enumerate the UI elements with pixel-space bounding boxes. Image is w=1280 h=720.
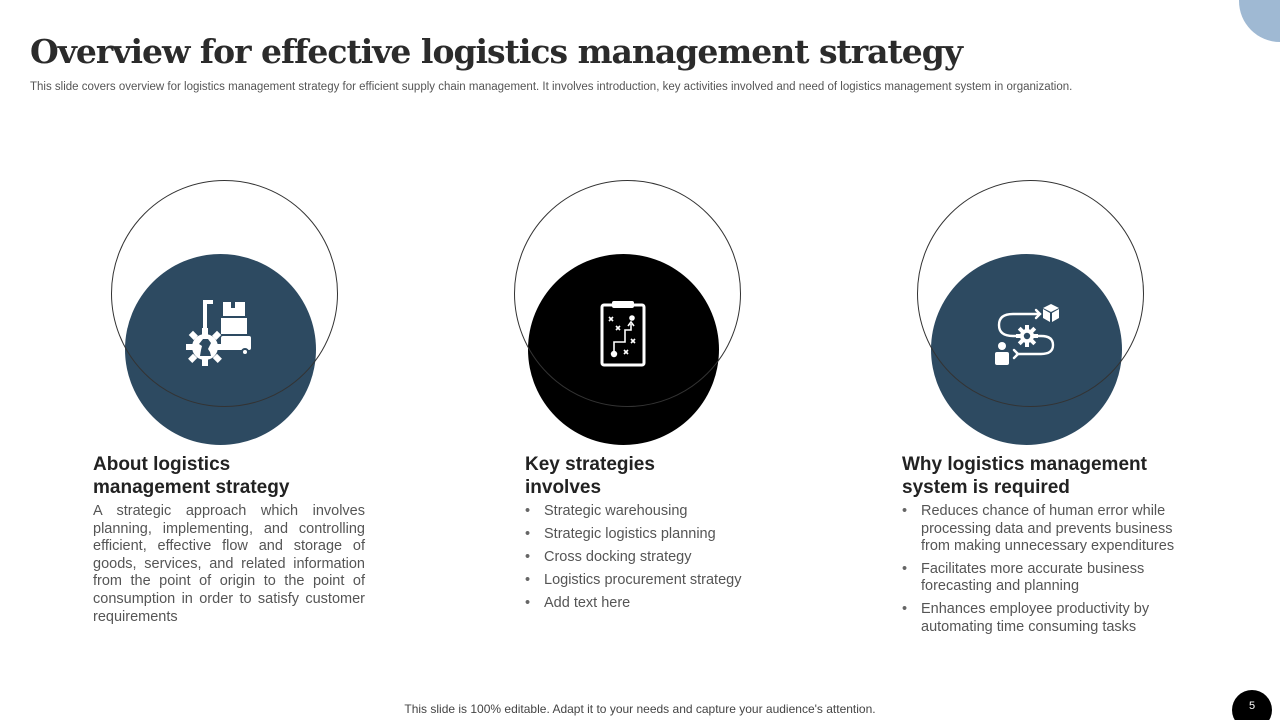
list-item: Reduces chance of human error while proc… <box>902 503 1187 556</box>
strategy-clipboard-icon <box>583 294 663 374</box>
list-item: Add text here <box>525 595 785 613</box>
column-3-title-line2: system is required <box>902 477 1070 498</box>
column-1-title-line1: About logistics <box>93 454 231 475</box>
column-1-text: A strategic approach which involves plan… <box>93 503 365 625</box>
column-3-title: Why logistics management system is requi… <box>902 453 1202 499</box>
column-2-bullet-list: Strategic warehousing Strategic logistic… <box>525 503 785 613</box>
list-item: Strategic warehousing <box>525 503 785 521</box>
process-flow-icon <box>987 294 1067 374</box>
page-subtitle: This slide covers overview for logistics… <box>30 81 1073 93</box>
footer-note: This slide is 100% editable. Adapt it to… <box>404 702 876 716</box>
column-1-ring <box>111 180 338 407</box>
page-title: Overview for effective logistics managem… <box>30 32 963 71</box>
page-number-badge: 5 <box>1232 690 1272 720</box>
corner-decoration <box>1239 0 1280 42</box>
column-3-bullet-list: Reduces chance of human error while proc… <box>902 503 1187 636</box>
list-item: Cross docking strategy <box>525 549 785 567</box>
column-1-title: About logistics management strategy <box>93 453 353 499</box>
column-2-title-line1: Key strategies <box>525 454 655 475</box>
logistics-gear-hand-truck-icon <box>181 294 261 374</box>
column-1-title-line2: management strategy <box>93 477 290 498</box>
list-item: Enhances employee productivity by automa… <box>902 601 1187 636</box>
list-item: Logistics procurement strategy <box>525 572 785 590</box>
list-item: Strategic logistics planning <box>525 526 785 544</box>
column-2-title-line2: involves <box>525 477 602 498</box>
column-3-ring <box>917 180 1144 407</box>
column-2-ring <box>514 180 741 407</box>
list-item: Facilitates more accurate business forec… <box>902 561 1187 596</box>
column-2-title: Key strategies involves <box>525 453 785 499</box>
column-3-title-line1: Why logistics management <box>902 454 1147 475</box>
